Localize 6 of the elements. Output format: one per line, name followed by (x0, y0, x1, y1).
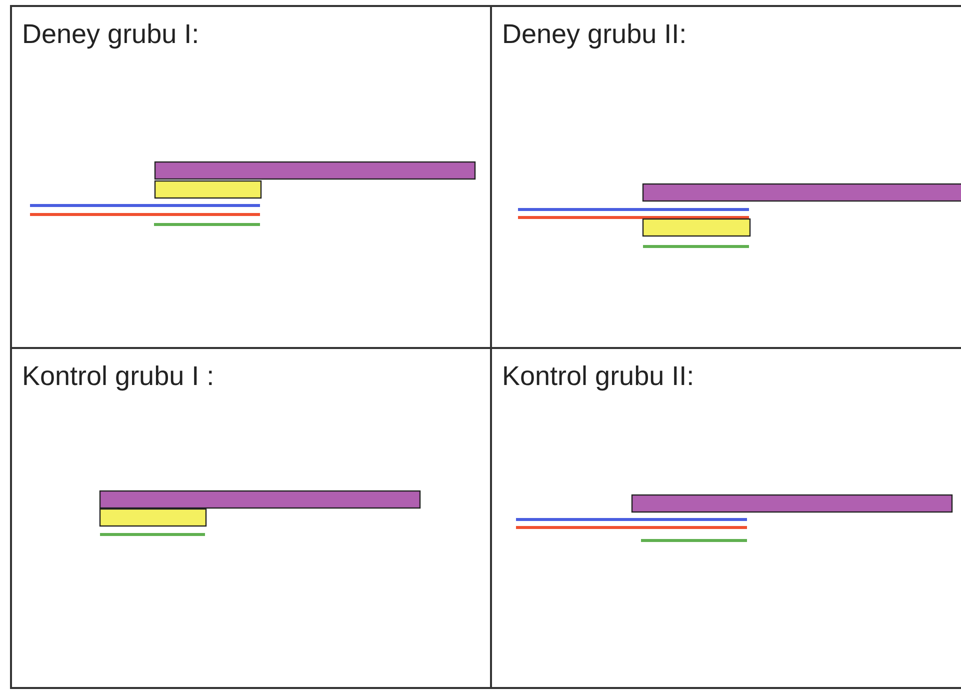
group-heading: Deney grubu I: (22, 19, 200, 50)
group-heading: Kontrol grubu II: (502, 361, 694, 392)
table-cell (10, 5, 492, 349)
group-heading: Kontrol grubu I : (22, 361, 214, 392)
group-heading: Deney grubu II: (502, 19, 687, 50)
table-cell (10, 347, 492, 689)
